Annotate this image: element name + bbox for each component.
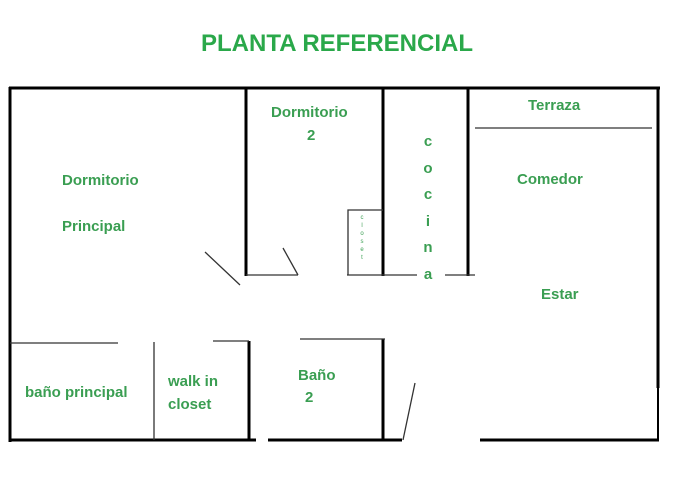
- door-dorm2: [282, 247, 299, 276]
- label-walk-in-closet: closet: [168, 396, 212, 413]
- label-bano-2: Baño: [298, 367, 336, 384]
- label-bano-2-num: 2: [305, 389, 314, 406]
- label-estar: Estar: [541, 286, 579, 303]
- label-dormitorio-2-num: 2: [307, 127, 316, 144]
- label-walk-in: walk in: [168, 373, 219, 390]
- label-dormitorio-principal: Dormitorio: [62, 172, 139, 189]
- label-dormitorio-principal-2: Principal: [62, 218, 126, 235]
- door-bano2: [402, 382, 416, 441]
- label-comedor: Comedor: [517, 171, 583, 188]
- plan-title: PLANTA REFERENCIAL: [201, 30, 473, 57]
- label-dormitorio-2: Dormitorio: [271, 104, 348, 121]
- label-bano-principal: baño principal: [25, 384, 128, 401]
- label-terraza: Terraza: [528, 97, 581, 114]
- door-dorm-principal: [204, 251, 241, 286]
